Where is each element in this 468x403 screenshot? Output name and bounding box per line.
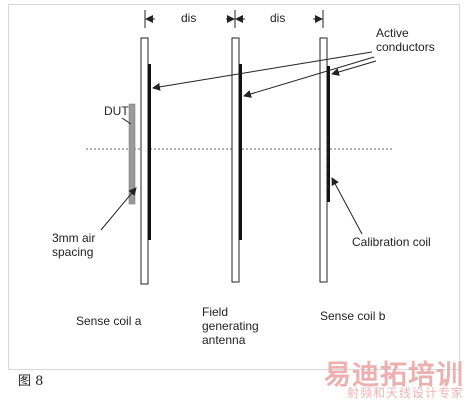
sense-coil-a-board <box>140 37 149 285</box>
sense-coil-b-label: Sense coil b <box>320 309 386 323</box>
air-spacing-label-line1: 3mm air <box>52 231 96 245</box>
calibration-pointer <box>331 177 363 235</box>
active-conductors-label-line2: conductors <box>376 40 435 54</box>
sense-coil-b-board <box>319 37 328 283</box>
air-spacing-pointer <box>100 187 137 231</box>
dut-label: DUT <box>104 104 129 118</box>
dut-pointer <box>121 117 132 125</box>
pointer-to-coil-a <box>152 51 373 91</box>
calibration-coil-label: Calibration coil <box>352 235 431 249</box>
watermark-brand: 易迪拓培训 <box>324 360 464 391</box>
figure-caption: 图 8 <box>18 374 44 389</box>
dis-label-2: dis <box>270 11 286 25</box>
sense-coil-b-conductor <box>327 66 330 202</box>
sense-coil-a-conductor <box>148 64 151 240</box>
air-spacing-label-line2: spacing <box>52 245 94 259</box>
dis-label-1: dis <box>181 11 197 25</box>
sense-coil-a-label: Sense coil a <box>76 314 142 328</box>
antenna-conductor <box>239 64 242 240</box>
dut-block <box>128 103 136 205</box>
field-antenna-label-line2: generating <box>202 319 259 333</box>
active-conductors-label-line1: Active <box>376 26 409 40</box>
pointer-to-antenna <box>243 56 375 98</box>
field-antenna-label-line1: Field <box>202 305 229 319</box>
watermark-subtitle: 射频和天线设计专家 <box>346 386 464 400</box>
field-antenna-label-line3: antenna <box>202 333 246 347</box>
pointer-to-coil-b <box>331 60 377 76</box>
